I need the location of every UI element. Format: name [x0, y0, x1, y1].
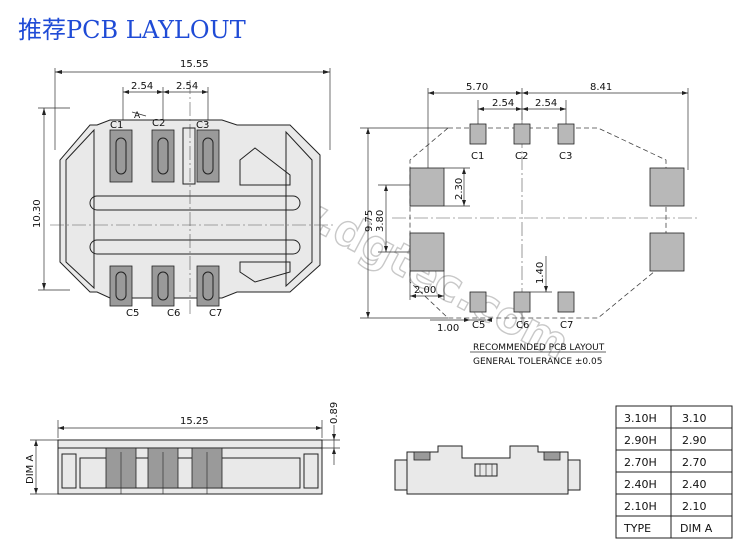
pcb-layout-view: 5.70 8.41 2.54 2.54 C1 C2 C3 C5 C6 C7 [360, 82, 700, 367]
pcb-pitch-left: 2.54 [492, 98, 514, 109]
pcb-pad-c5: C5 [472, 320, 485, 331]
pcb-small-pad-width: 1.00 [437, 323, 459, 334]
side-view: 15.25 0.89 DIM A [25, 402, 340, 495]
pcb-pad-c7: C7 [560, 320, 573, 331]
pcb-pad-gap: 3.80 [375, 210, 386, 232]
table-header-type: TYPE [623, 522, 651, 535]
bottom-contacts [109, 265, 220, 307]
side-width-dim: 15.25 [180, 416, 209, 427]
table-cell: 2.10 [682, 500, 707, 513]
top-contacts [109, 127, 220, 185]
table-cell: 2.40H [624, 478, 657, 491]
top-width-dim: 15.55 [180, 59, 209, 70]
pcb-small-pad-offset: 1.40 [535, 262, 546, 284]
table-cell: 3.10 [682, 412, 707, 425]
pcb-dim-left: 5.70 [466, 82, 488, 93]
top-pitch-left: 2.54 [131, 81, 153, 92]
top-pin-c1: C1 [110, 120, 123, 131]
top-pin-c7: C7 [209, 308, 222, 319]
table-cell: 2.90H [624, 434, 657, 447]
pcb-note-line2: GENERAL TOLERANCE ±0.05 [473, 357, 602, 367]
top-pitch-right: 2.54 [176, 81, 198, 92]
pcb-pad-c1: C1 [471, 151, 484, 162]
pcb-pad-c3: C3 [559, 151, 572, 162]
top-pin-c6: C6 [167, 308, 180, 319]
pcb-pitch-right: 2.54 [535, 98, 557, 109]
side-height-dim: DIM A [25, 455, 36, 484]
pcb-pad-height: 2.30 [454, 178, 465, 200]
table-cell: 2.70 [682, 456, 707, 469]
pcb-overall-height: 9.75 [364, 210, 375, 232]
dim-table: 3.10H 3.10 2.90H 2.90 2.70H 2.70 2.40H 2… [615, 405, 733, 539]
top-view: 15.55 10.30 2.54 2.54 A [32, 59, 335, 319]
table-cell: 2.10H [624, 500, 657, 513]
pcb-pad-c6: C6 [516, 320, 529, 331]
top-pin-c5: C5 [126, 308, 139, 319]
table-cell: 2.70H [624, 456, 657, 469]
page-title: 推荐PCB LAYLOUT [18, 16, 246, 44]
top-height-dim: 10.30 [32, 199, 43, 228]
table-header-dim: DIM A [680, 522, 713, 535]
pcb-pad-c2: C2 [515, 151, 528, 162]
pcb-dim-right: 8.41 [590, 82, 612, 93]
section-mark: A [134, 111, 141, 121]
top-pin-c2: C2 [152, 118, 165, 129]
table-cell: 2.90 [682, 434, 707, 447]
table-cell: 3.10H [624, 412, 657, 425]
pcb-pad-width: 2.00 [414, 285, 436, 296]
table-cell: 2.40 [682, 478, 707, 491]
section-view [394, 445, 581, 495]
top-pin-c3: C3 [196, 120, 209, 131]
pcb-note-line1: RECOMMENDED PCB LAYOUT [473, 343, 605, 353]
side-top-dim: 0.89 [329, 402, 340, 424]
